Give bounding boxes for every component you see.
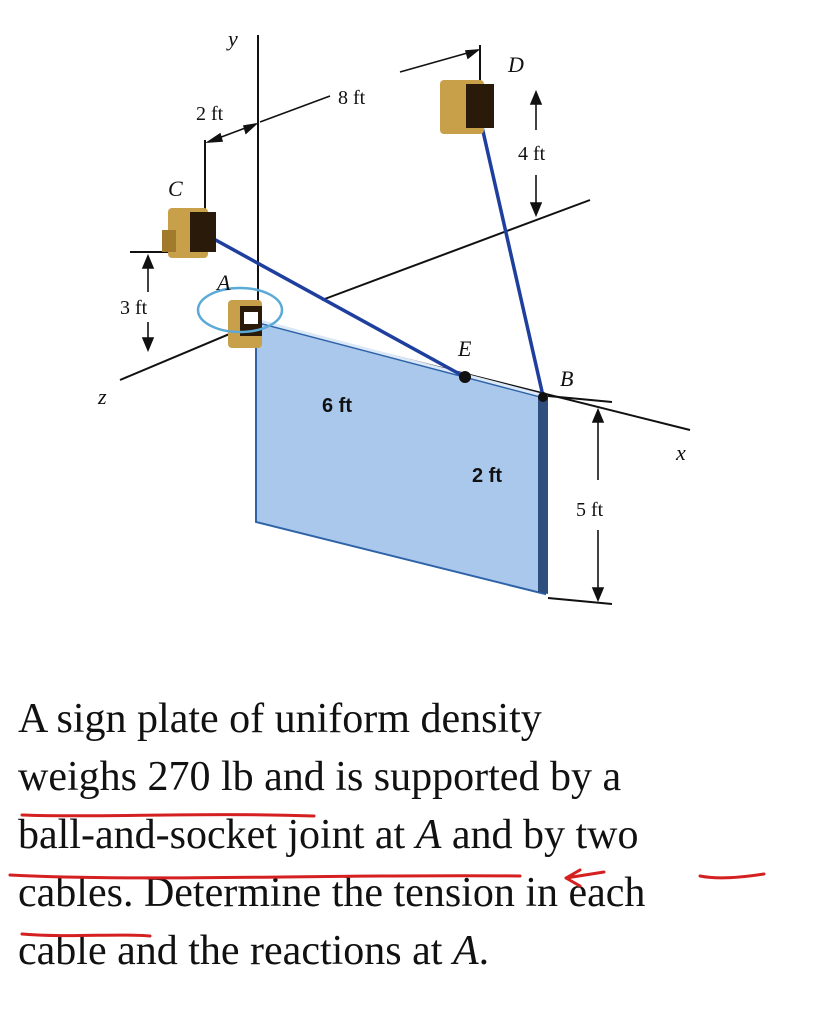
point-B-marker (538, 392, 548, 402)
label-z-axis: z (97, 384, 107, 409)
problem-line-4: cables. Determine the tension in each (18, 870, 646, 916)
label-y-axis: y (226, 26, 238, 51)
plate-top-edge (255, 318, 546, 398)
label-A: A (215, 270, 231, 295)
socket-circle-annotation (196, 286, 284, 334)
problem-statement: A sign plate of uniform density weighs 2… (18, 690, 818, 980)
sign-plate (255, 320, 546, 596)
dim-ae-length: 6 ft (322, 395, 352, 417)
cable-CE (211, 236, 466, 379)
dim-ac-horizontal: 2 ft (196, 103, 224, 125)
dim-d-height: 4 ft (518, 143, 546, 165)
label-D: D (507, 52, 524, 77)
dim-eb-length: 2 ft (472, 465, 502, 487)
label-x-axis: x (675, 440, 686, 465)
problem-line-1: A sign plate of uniform density (18, 696, 542, 742)
point-E-marker (459, 371, 471, 383)
bracket-D (440, 80, 494, 134)
underlined-cables: cables (18, 870, 123, 916)
label-E: E (457, 336, 472, 361)
bracket-C (162, 208, 216, 258)
cable-DB (478, 117, 545, 397)
top-ref-line (547, 395, 613, 403)
problem-line-2: weighs 270 lb and is supported by a (18, 754, 622, 800)
label-C: C (168, 176, 183, 201)
dim-plate-height: 5 ft (576, 499, 604, 521)
dim-c-height: 3 ft (120, 297, 148, 319)
problem-line-3: ball-and-socket joint at A and by two (18, 812, 639, 858)
label-B: B (560, 366, 573, 391)
underlined-weight: weighs 270 lb (18, 754, 254, 800)
bottom-ref-line (547, 597, 613, 605)
wall-line-upper (321, 199, 591, 301)
bracket-A (228, 300, 262, 348)
cables (211, 117, 545, 397)
sign-plate-edge (538, 396, 548, 594)
dim-cd-horizontal: 8 ft (338, 87, 366, 109)
problem-line-5: cable and the reactions at A. (18, 928, 490, 974)
statics-figure: y x z A B C D E 2 ft 8 ft 4 ft 3 ft 6 ft… (97, 26, 691, 605)
